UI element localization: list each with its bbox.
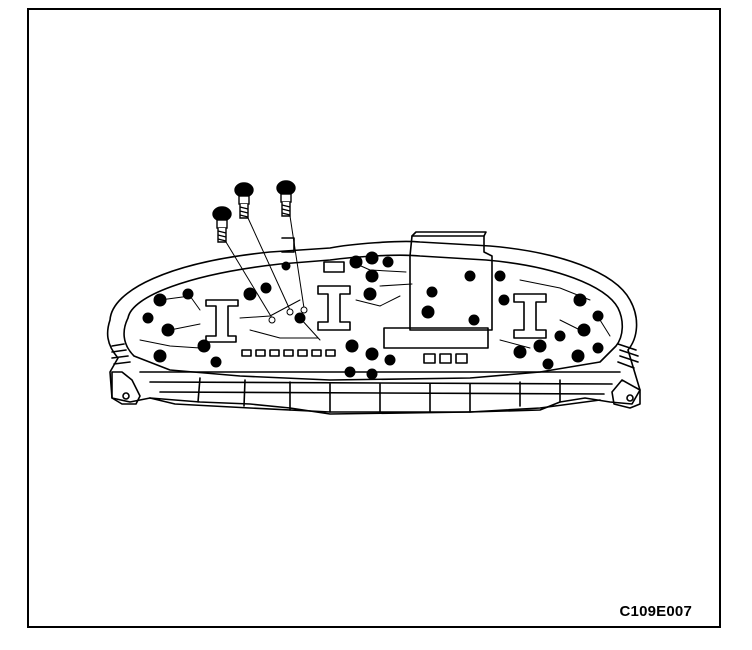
- bulb-socket: [182, 288, 194, 300]
- bulb-socket: [468, 314, 480, 326]
- meter-module-top: [411, 231, 487, 237]
- bulb-socket: [344, 366, 356, 378]
- left-mounting-tab: [111, 371, 141, 405]
- bulb-socket: [142, 312, 154, 324]
- housing-ribs: [197, 377, 561, 413]
- bulb-socket: [533, 339, 547, 353]
- bulb-socket: [243, 287, 257, 301]
- bulb-socket: [464, 270, 476, 282]
- bulb-socket: [294, 312, 306, 324]
- bulb-socket: [421, 305, 435, 319]
- bulb-socket: [426, 286, 438, 298]
- bulb-socket: [382, 256, 394, 268]
- housing-lower-band: [139, 371, 621, 395]
- bulb-socket: [365, 269, 379, 283]
- screw-3: [276, 180, 296, 217]
- bulb-socket: [345, 339, 359, 353]
- indicator-lamp-row: [241, 349, 468, 364]
- screw-2: [234, 182, 254, 219]
- bulb-socket: [366, 368, 378, 380]
- bulb-socket: [577, 323, 591, 337]
- cluster-housing-outer: [106, 240, 641, 415]
- meter-module: [409, 235, 493, 331]
- left-gauge-bracket: [205, 299, 239, 343]
- right-connector-pins: [617, 343, 639, 369]
- mounting-screws: [212, 180, 296, 243]
- bulb-socket: [210, 356, 222, 368]
- left-connector-pins: [111, 343, 131, 365]
- circuit-board-outline: [123, 254, 624, 381]
- top-center-tab: [323, 261, 345, 273]
- bulb-socket: [494, 270, 506, 282]
- bulb-socket: [153, 293, 167, 307]
- right-mounting-tab: [611, 379, 641, 409]
- meter-display-window: [383, 327, 489, 349]
- bulb-socket: [161, 323, 175, 337]
- bulb-socket: [592, 342, 604, 354]
- bulb-sockets: [142, 251, 604, 380]
- center-gauge-bracket: [317, 285, 351, 331]
- screw-leader-lines: [225, 215, 305, 319]
- bulb-socket: [384, 354, 396, 366]
- bulb-socket: [349, 255, 363, 269]
- bulb-socket: [592, 310, 604, 322]
- bulb-socket: [542, 358, 554, 370]
- right-gauge-bracket: [513, 293, 547, 339]
- bulb-socket: [281, 261, 291, 271]
- bulb-socket: [197, 339, 211, 353]
- bulb-socket: [365, 347, 379, 361]
- bulb-socket: [363, 287, 377, 301]
- bulb-socket: [571, 349, 585, 363]
- bulb-socket: [153, 349, 167, 363]
- figure-code-label: C109E007: [619, 603, 692, 620]
- bulb-socket: [365, 251, 379, 265]
- bulb-socket: [513, 345, 527, 359]
- bulb-socket: [260, 282, 272, 294]
- screw-holes: [268, 306, 308, 324]
- bulb-socket: [554, 330, 566, 342]
- bulb-socket: [573, 293, 587, 307]
- bulb-socket: [498, 294, 510, 306]
- right-tab-hole: [626, 394, 634, 402]
- left-tab-hole: [122, 392, 130, 400]
- screw-1: [212, 206, 232, 243]
